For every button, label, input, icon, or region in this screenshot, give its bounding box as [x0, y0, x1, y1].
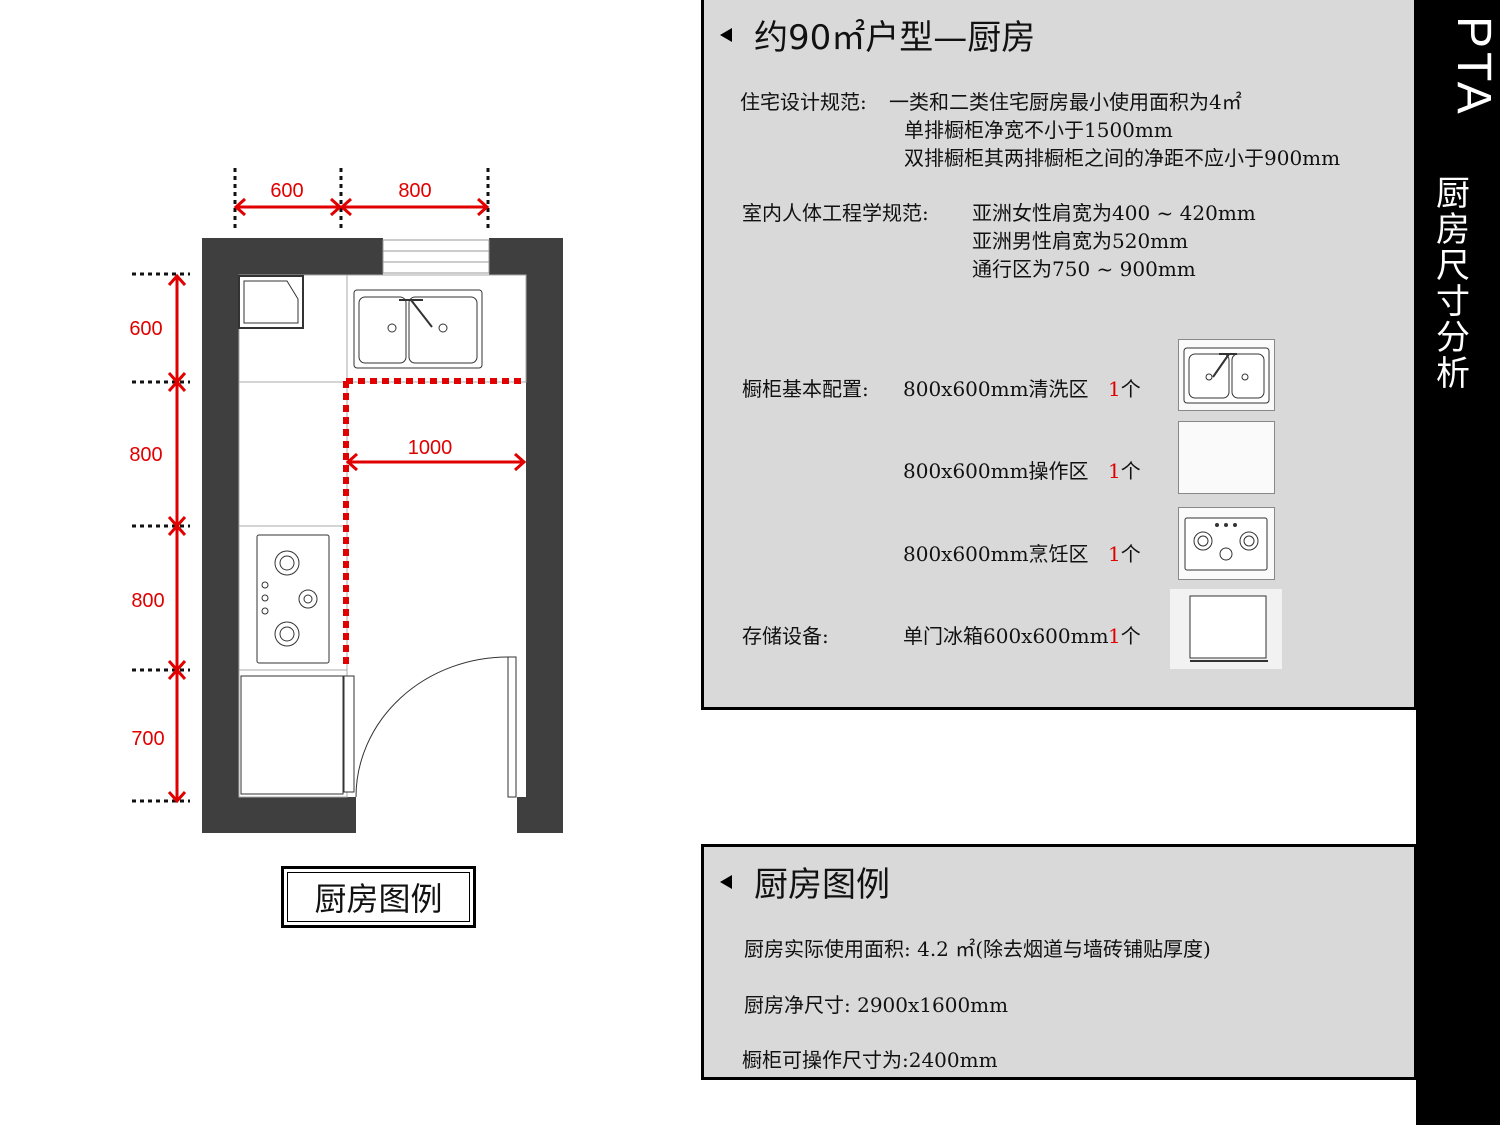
dim-top-0: 600 [270, 180, 303, 202]
ergo-label: 室内人体工程学规范: [742, 201, 929, 225]
dim-left-2: 800 [131, 590, 164, 612]
sidebar: PTA 厨房尺寸分析 [1416, 0, 1500, 1125]
triangle-bullet-icon [720, 874, 732, 889]
spec-line: 一类和二类住宅厨房最小使用面积为4㎡ [889, 90, 1242, 114]
fridge-icon [1170, 589, 1282, 669]
sidebar-title: 厨房尺寸分析 [1436, 174, 1470, 394]
kitchen-legend-panel: 厨房图例 厨房实际使用面积: 4.2 ㎡(除去烟道与墙砖铺贴厚度) 厨房净尺寸:… [701, 844, 1417, 1080]
window [382, 239, 490, 274]
panel-bottom-header: 厨房图例 [720, 857, 890, 906]
stove-icon [256, 534, 330, 664]
flue-icon [238, 275, 304, 329]
fridge-icon [240, 675, 355, 795]
storage-label: 存储设备: [742, 624, 829, 648]
panel-top-title: 约90㎡户型—厨房 [754, 18, 1036, 58]
stove-icon [1178, 507, 1275, 580]
plan-legend-text: 厨房图例 [287, 872, 470, 922]
kitchen-spec-panel: 约90㎡户型—厨房 住宅设计规范: 一类和二类住宅厨房最小使用面积为4㎡ 单排橱… [701, 0, 1417, 710]
legend-line: 厨房净尺寸: 2900x1600mm [744, 993, 1009, 1017]
passage-dimension-line [345, 452, 527, 472]
storage-item: 单门冰箱600x600mm [903, 624, 1109, 648]
dim-top-1: 800 [398, 180, 431, 202]
work-zone-outline [343, 378, 524, 668]
sink-icon [353, 289, 483, 369]
spec-label: 住宅设计规范: [740, 90, 867, 114]
brand-logo: PTA [1447, 16, 1500, 118]
plan-legend-label: 厨房图例 [281, 866, 476, 928]
dim-passage: 1000 [408, 437, 453, 459]
spec-line: 单排橱柜净宽不小于1500mm [904, 118, 1173, 142]
cabinet-label: 橱柜基本配置: [742, 377, 869, 401]
triangle-bullet-icon [720, 27, 732, 42]
kitchen-floor-plan: 600 800 600 800 800 700 1000 [129, 168, 563, 833]
top-dimension-lines [233, 168, 490, 230]
door-icon [355, 656, 517, 798]
panel-top-header: 约90㎡户型—厨房 [720, 10, 1035, 59]
cabinet-item: 800x600mm烹饪区 [903, 542, 1089, 566]
cabinet-item-count: 1个 [1108, 459, 1141, 483]
dim-left-0: 600 [129, 318, 162, 340]
cabinet-item: 800x600mm操作区 [903, 459, 1089, 483]
dim-left-3: 700 [131, 728, 164, 750]
spec-line: 双排橱柜其两排橱柜之间的净距不应小于900mm [904, 146, 1341, 170]
ergo-line: 亚洲女性肩宽为400 ~ 420mm [972, 201, 1256, 225]
cabinet-item-count: 1个 [1108, 542, 1141, 566]
ergo-line: 通行区为750 ~ 900mm [972, 257, 1196, 281]
cabinet-item-count: 1个 [1108, 377, 1141, 401]
storage-item-count: 1个 [1108, 624, 1141, 648]
legend-line: 橱柜可操作尺寸为:2400mm [742, 1048, 998, 1072]
cabinet-item: 800x600mm清洗区 [903, 377, 1089, 401]
left-dimension-lines [132, 272, 190, 804]
ergo-line: 亚洲男性肩宽为520mm [972, 229, 1189, 253]
sink-icon [1178, 339, 1275, 411]
panel-bottom-title: 厨房图例 [754, 865, 890, 905]
legend-line: 厨房实际使用面积: 4.2 ㎡(除去烟道与墙砖铺贴厚度) [744, 937, 1211, 961]
walls [202, 238, 563, 833]
counter-icon [1178, 421, 1275, 494]
dim-left-1: 800 [129, 444, 162, 466]
